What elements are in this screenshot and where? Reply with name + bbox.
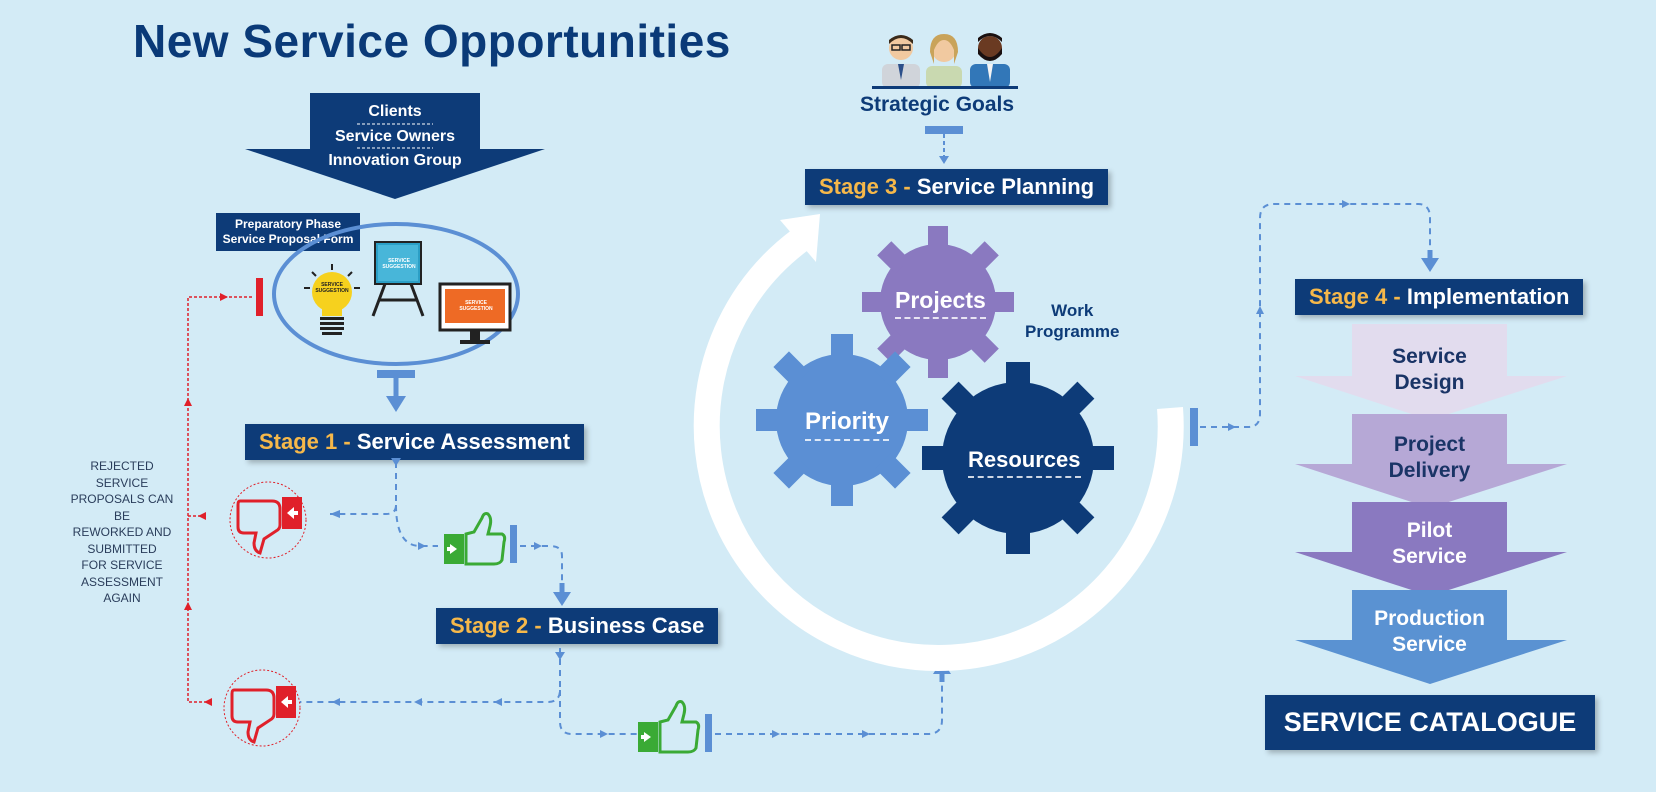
stage-2-box: Stage 2 - Business Case (436, 608, 719, 644)
step-line: Service (1392, 545, 1467, 568)
step-line: Delivery (1388, 459, 1471, 482)
gear-resources-label: Resources (968, 447, 1081, 478)
gear-priority-icon (756, 334, 928, 506)
step-line: Pilot (1406, 519, 1453, 542)
step-service-design: Service Design (1352, 344, 1507, 396)
gear-priority-label: Priority (805, 408, 890, 441)
stage-4-box: Stage 4 - Implementation (1295, 279, 1584, 315)
stage-1-label: Service Assessment (356, 429, 571, 454)
step-line: Design (1394, 371, 1465, 394)
implementation-arrows (1295, 324, 1567, 684)
people-icon (872, 33, 1018, 89)
lightbulb-icon (304, 264, 360, 335)
gear-projects-icon (862, 226, 1014, 378)
step-project-delivery: Project Delivery (1352, 432, 1507, 484)
stage-4-label: Implementation (1406, 284, 1570, 309)
programme-label: Programme (1025, 322, 1120, 341)
stage-3-number: Stage 3 - (819, 174, 911, 199)
strategic-goals-label: Strategic Goals (860, 93, 1015, 116)
thumbs-down-icon (230, 686, 296, 744)
work-label: Work (1051, 301, 1094, 320)
rejected-line: SUBMITTED (87, 541, 157, 556)
rejected-line: FOR SERVICE (81, 558, 163, 572)
rejected-line: ASSESSMENT (80, 574, 164, 589)
thumbs-up-icon (444, 512, 507, 566)
stage-3-box: Stage 3 - Service Planning (805, 169, 1109, 205)
page-title: New Service Opportunities (133, 15, 731, 67)
step-line: Project (1393, 433, 1466, 456)
rejected-note: REJECTED SERVICE PROPOSALS CAN BE REWORK… (66, 458, 178, 607)
stage-4-number: Stage 4 - (1309, 284, 1401, 309)
step-line: Production (1374, 607, 1485, 630)
stage-3-label: Service Planning (916, 174, 1095, 199)
stage-2-label: Business Case (547, 613, 705, 638)
rejected-line: REWORKED AND (72, 525, 172, 539)
stage-2-number: Stage 2 - (450, 613, 542, 638)
thumbs-up-icon (638, 700, 701, 754)
thumbs-down-icon (236, 497, 302, 555)
easel-text: SERVICE SUGGESTION (382, 258, 416, 270)
step-line: Service (1392, 633, 1467, 656)
rejected-line: AGAIN (103, 591, 141, 605)
step-production-service: Production Service (1352, 606, 1507, 658)
inputs-innovation-group: Innovation Group (328, 152, 462, 169)
inputs-clients: Clients (368, 103, 422, 120)
rejected-line: REJECTED SERVICE (90, 459, 154, 490)
work-programme-label: Work Programme (1025, 300, 1119, 342)
service-catalogue-box: SERVICE CATALOGUE (1265, 695, 1595, 750)
step-pilot-service: Pilot Service (1352, 518, 1507, 570)
monitor-icon (438, 282, 512, 344)
preparatory-phase-label: Preparatory Phase (234, 217, 342, 231)
gear-projects-label: Projects (895, 287, 986, 319)
service-proposal-form-label: Service Proposal Form (222, 232, 354, 246)
stage-1-number: Stage 1 - (259, 429, 351, 454)
monitor-text: SERVICE SUGGESTION (459, 300, 493, 312)
easel-icon (371, 241, 425, 317)
step-line: Service (1392, 345, 1467, 368)
inputs-arrow (245, 93, 545, 199)
gear-resources-icon (922, 362, 1114, 554)
suggestion-ellipse (272, 222, 520, 366)
lightbulb-text: SERVICE SUGGESTION (315, 282, 349, 294)
stage-1-box: Stage 1 - Service Assessment (245, 424, 585, 460)
inputs-service-owners: Service Owners (334, 128, 456, 145)
rejected-line: PROPOSALS CAN BE (70, 492, 174, 523)
